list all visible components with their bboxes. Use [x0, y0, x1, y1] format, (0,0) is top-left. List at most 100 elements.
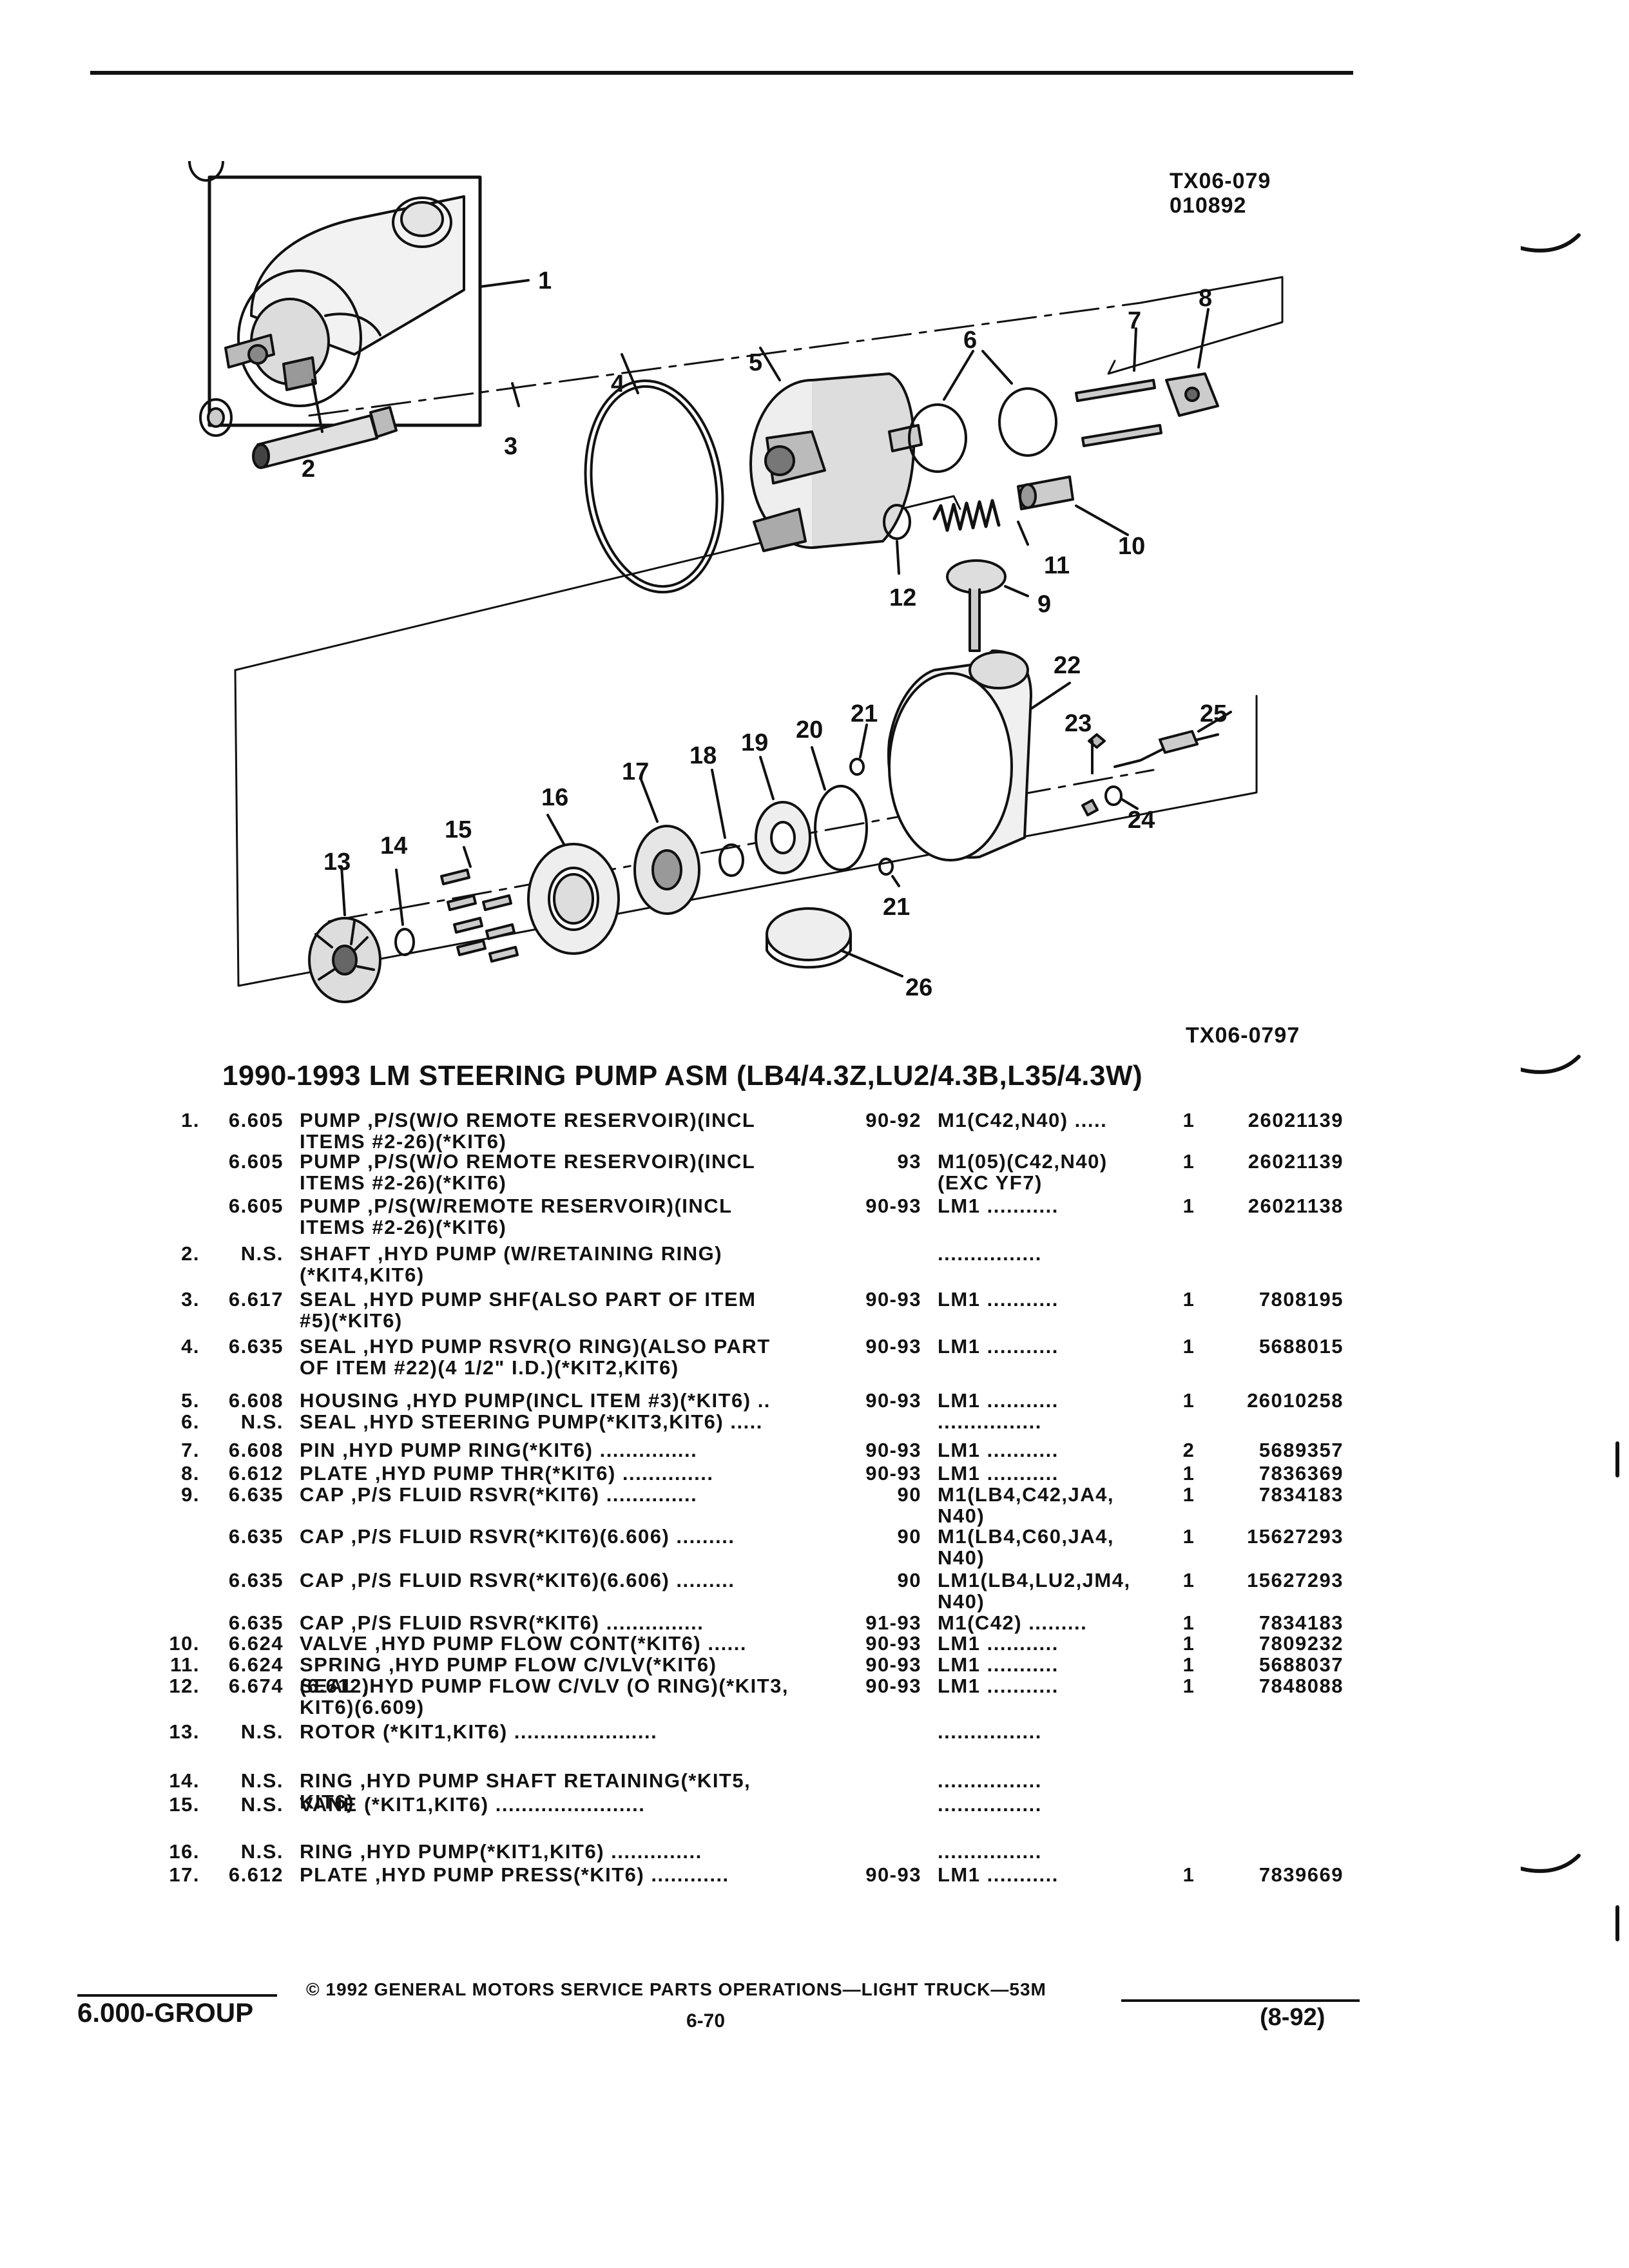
- part-number: 7834183: [1258, 1611, 1344, 1634]
- model-usage: M1(05)(C42,N40): [938, 1150, 1108, 1173]
- description: PLATE ,HYD PUMP PRESS(*KIT6) ...........…: [300, 1863, 729, 1886]
- part-12-seal: [883, 504, 911, 540]
- pump-inset-illustration: [224, 195, 465, 407]
- description-continued: KIT6)(6.609): [300, 1696, 425, 1718]
- model-years: 90-93: [865, 1653, 921, 1676]
- callout-5: 5: [749, 349, 762, 376]
- description: VALVE ,HYD PUMP FLOW CONT(*KIT6) ......: [300, 1632, 747, 1655]
- description-continued: KIT6): [300, 1791, 354, 1813]
- model-usage: M1(C42) .........: [938, 1611, 1088, 1634]
- group-number: 6.612: [228, 1462, 284, 1485]
- part-number: 5689357: [1258, 1439, 1344, 1461]
- model-usage: LM1 ...........: [938, 1288, 1059, 1311]
- description: SHAFT ,HYD PUMP (W/RETAINING RING): [300, 1242, 723, 1265]
- quantity: 1: [1182, 1675, 1195, 1697]
- item-number: 12.: [169, 1675, 200, 1697]
- model-usage: ................: [938, 1769, 1042, 1792]
- item-number: 3.: [181, 1288, 200, 1311]
- description: VANE (*KIT1,KIT6) ......................…: [300, 1793, 646, 1816]
- description: HOUSING ,HYD PUMP(INCL ITEM #3)(*KIT6) .…: [300, 1389, 771, 1412]
- quantity: 1: [1182, 1611, 1195, 1634]
- description: PUMP ,P/S(W/REMOTE RESERVOIR)(INCL: [300, 1195, 733, 1217]
- quantity: 1: [1182, 1109, 1195, 1131]
- model-usage: M1(C42,N40) .....: [938, 1109, 1108, 1131]
- part-2-shaft: [252, 406, 398, 469]
- footer-rule-right: [1121, 1999, 1360, 2002]
- part-number: 7834183: [1258, 1483, 1344, 1506]
- callout-18: 18: [689, 742, 717, 769]
- part-15-vanes: [440, 869, 519, 963]
- part-17-pressure-plate: [633, 825, 700, 915]
- table-row: 14.N.S.RING ,HYD PUMP SHAFT RETAINING(*K…: [0, 1770, 1629, 1821]
- model-years: 90: [897, 1569, 921, 1591]
- part-18-seal: [718, 843, 744, 877]
- footer-rule-left: [77, 1994, 277, 1997]
- callout-13: 13: [323, 849, 351, 876]
- callout-4: 4: [611, 370, 624, 398]
- part-number: 26021138: [1248, 1195, 1344, 1217]
- model-years: 90-93: [865, 1863, 921, 1886]
- revision-date: (8-92): [1260, 2004, 1325, 2031]
- item-number: 15.: [169, 1793, 200, 1816]
- callout-22: 22: [1054, 652, 1081, 679]
- quantity: 1: [1182, 1569, 1195, 1591]
- quantity: 1: [1182, 1195, 1195, 1217]
- item-number: 8.: [181, 1462, 200, 1485]
- model-usage: LM1 ...........: [938, 1335, 1059, 1358]
- group-number: N.S.: [240, 1793, 284, 1816]
- part-number: 15627293: [1247, 1525, 1344, 1548]
- callout-2: 2: [302, 456, 315, 483]
- quantity: 1: [1182, 1632, 1195, 1655]
- model-years: 90-93: [865, 1288, 921, 1311]
- part-number: 7848088: [1258, 1675, 1344, 1697]
- group-number: N.S.: [240, 1769, 284, 1792]
- part-25-fitting: [1113, 730, 1219, 768]
- callout-20: 20: [796, 716, 823, 744]
- callout-17: 17: [622, 758, 649, 785]
- group-number: 6.635: [228, 1335, 284, 1358]
- description-continued: ITEMS #2-26)(*KIT6): [300, 1216, 507, 1238]
- group-number: 6.605: [228, 1109, 284, 1131]
- model-usage-continued: N40): [938, 1504, 985, 1527]
- item-number: 4.: [181, 1335, 200, 1358]
- callout-14: 14: [380, 832, 407, 860]
- group-label: 6.000-GROUP: [77, 1997, 254, 2028]
- part-22-reservoir: [887, 649, 1032, 861]
- model-usage: LM1 ...........: [938, 1462, 1059, 1485]
- model-usage: ................: [938, 1793, 1042, 1816]
- section-title: 1990-1993 LM STEERING PUMP ASM (LB4/4.3Z…: [222, 1060, 1143, 1091]
- table-row: 6.N.S.SEAL ,HYD STEERING PUMP(*KIT3,KIT6…: [0, 1411, 1629, 1463]
- drawing-id: TX06-079 010892: [1170, 169, 1271, 218]
- callout-21a: 21: [851, 700, 878, 727]
- quantity: 1: [1182, 1335, 1195, 1358]
- description: SEAL ,HYD PUMP SHF(ALSO PART OF ITEM: [300, 1288, 757, 1311]
- quantity: 1: [1182, 1525, 1195, 1548]
- callout-10: 10: [1118, 533, 1145, 560]
- callout-1: 1: [538, 267, 552, 294]
- model-usage-continued: (EXC YF7): [938, 1171, 1043, 1194]
- model-usage: LM1 ...........: [938, 1863, 1059, 1886]
- model-usage: ................: [938, 1410, 1042, 1433]
- part-6-seal-b: [998, 387, 1057, 457]
- model-usage: LM1 ...........: [938, 1439, 1059, 1461]
- table-row: 16.N.S.RING ,HYD PUMP(*KIT1,KIT6) ......…: [0, 1841, 1629, 1892]
- callout-23: 23: [1065, 710, 1092, 737]
- part-number: 5688015: [1258, 1335, 1344, 1358]
- model-usage: LM1(LB4,LU2,JM4,: [938, 1569, 1131, 1591]
- part-24-washer: [1104, 785, 1123, 806]
- part-number: 26010258: [1247, 1389, 1344, 1412]
- model-years: 90-93: [865, 1632, 921, 1655]
- copyright-line: © 1992 GENERAL MOTORS SERVICE PARTS OPER…: [306, 1979, 1046, 1999]
- part-10-flow-valve: [1017, 476, 1074, 510]
- top-rule: [90, 71, 1353, 75]
- model-usage: ................: [938, 1242, 1042, 1265]
- description: SEAL ,HYD STEERING PUMP(*KIT3,KIT6) ....…: [300, 1410, 763, 1433]
- model-usage-continued: N40): [938, 1590, 985, 1613]
- description: CAP ,P/S FLUID RSVR(*KIT6)(6.606) ......…: [300, 1569, 735, 1591]
- model-usage: M1(LB4,C42,JA4,: [938, 1483, 1115, 1506]
- part-13-rotor: [308, 917, 381, 1003]
